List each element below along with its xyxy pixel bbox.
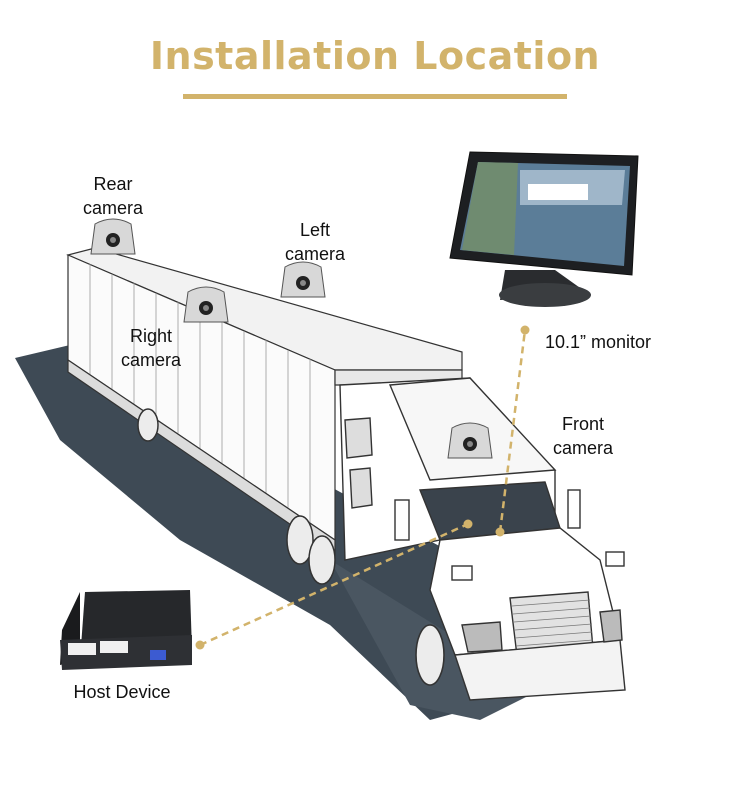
front-camera-icon	[447, 422, 493, 459]
right-camera-label-line2: camera	[120, 350, 182, 370]
rear-camera-label: Rear camera	[70, 172, 156, 220]
left-camera-label: Left camera	[272, 218, 358, 266]
host-device-icon	[60, 590, 192, 670]
front-camera-label: Front camera	[540, 412, 626, 460]
right-camera-label-line1: Right	[129, 326, 173, 346]
left-camera-icon	[280, 261, 326, 298]
title-underline	[183, 94, 567, 99]
cab-dot	[463, 519, 473, 529]
left-camera-label-line1: Left	[299, 220, 331, 240]
host-dot	[195, 640, 205, 650]
front-wheels	[415, 624, 445, 686]
monitor-dot	[520, 325, 530, 335]
right-camera-label: Right camera	[108, 324, 194, 372]
front-camera-label-line2: camera	[552, 438, 614, 458]
rear-camera-icon	[90, 218, 136, 255]
monitor-label: 10.1” monitor	[545, 332, 652, 352]
trailer	[66, 247, 463, 557]
rear-camera-label-line2: camera	[82, 198, 144, 218]
left-camera-label-line2: camera	[284, 244, 346, 264]
connection-lines	[199, 329, 527, 647]
trailer-wheels	[137, 408, 336, 585]
cab-dot-2	[495, 527, 505, 537]
front-camera-label-line1: Front	[561, 414, 604, 434]
right-camera-icon	[183, 286, 229, 323]
host-device-label: Host Device	[73, 682, 171, 702]
truck-cab	[339, 377, 626, 701]
rear-camera-label-line1: Rear	[93, 174, 133, 194]
monitor-icon	[449, 151, 639, 307]
page-title: Installation Location	[149, 34, 601, 78]
